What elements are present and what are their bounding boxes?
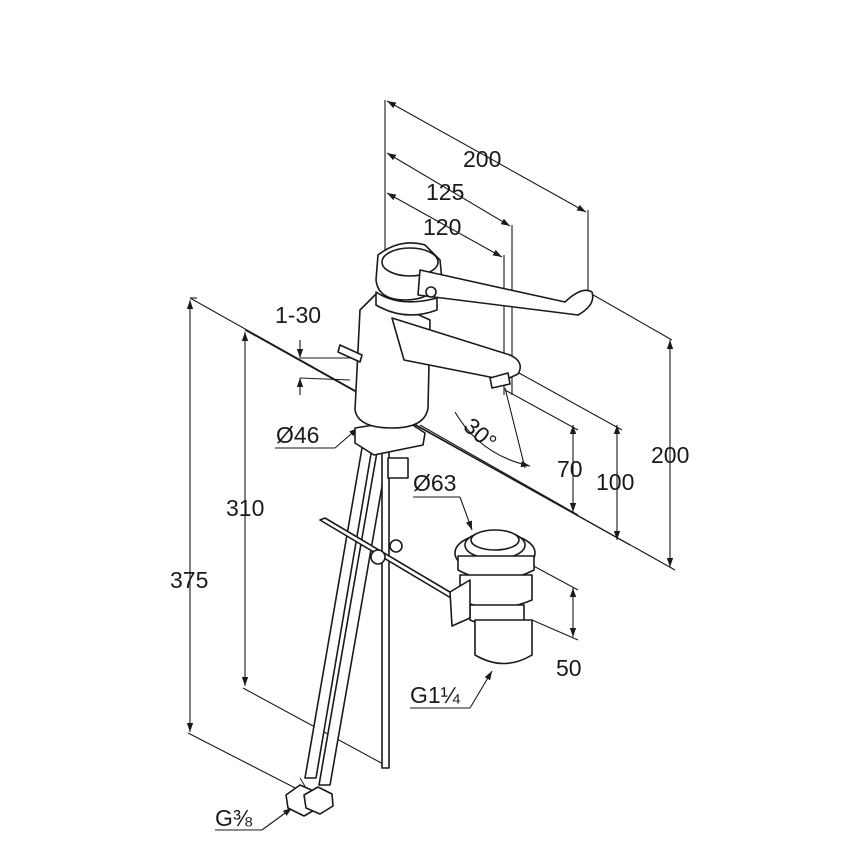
popup-rod [319, 449, 461, 769]
hose-thread-group: G⅜ [215, 805, 293, 831]
faucet-main-body [337, 242, 594, 429]
label-right-200: 200 [651, 442, 689, 468]
drain-height-group: 50 [527, 562, 582, 681]
lever-dimension-group: 1-30 [275, 302, 351, 395]
dim-line-top-120 [386, 192, 503, 258]
top-dimension-group: 200 125 120 [384, 100, 589, 395]
supply-hoses [285, 447, 389, 817]
angle-dimension-group: 30° [454, 387, 531, 469]
label-right-70: 70 [557, 456, 583, 482]
label-top-120: 120 [423, 214, 461, 240]
label-right-100: 100 [596, 469, 634, 495]
right-dimension-group: 200 100 70 [189, 291, 689, 571]
label-angle: 30° [459, 412, 502, 455]
drain-assembly [449, 529, 536, 665]
drain-thread-group: G1¼ [410, 670, 493, 709]
label-left-375: 375 [170, 567, 208, 593]
label-hose-thread: G⅜ [215, 805, 253, 831]
label-drain-thread: G1¼ [410, 682, 461, 708]
body-diameter-group: Ø46 [275, 422, 359, 449]
drain-diameter-group: Ø63 [413, 470, 473, 531]
label-lever-range: 1-30 [275, 302, 321, 328]
label-drain-50: 50 [556, 655, 582, 681]
label-drain-diameter: Ø63 [413, 470, 456, 496]
mounting-nut [354, 419, 426, 479]
label-left-310: 310 [226, 495, 264, 521]
faucet-drawing [285, 242, 594, 817]
label-body-diameter: Ø46 [276, 422, 319, 448]
label-top-200: 200 [463, 146, 501, 172]
label-top-125: 125 [426, 179, 464, 205]
